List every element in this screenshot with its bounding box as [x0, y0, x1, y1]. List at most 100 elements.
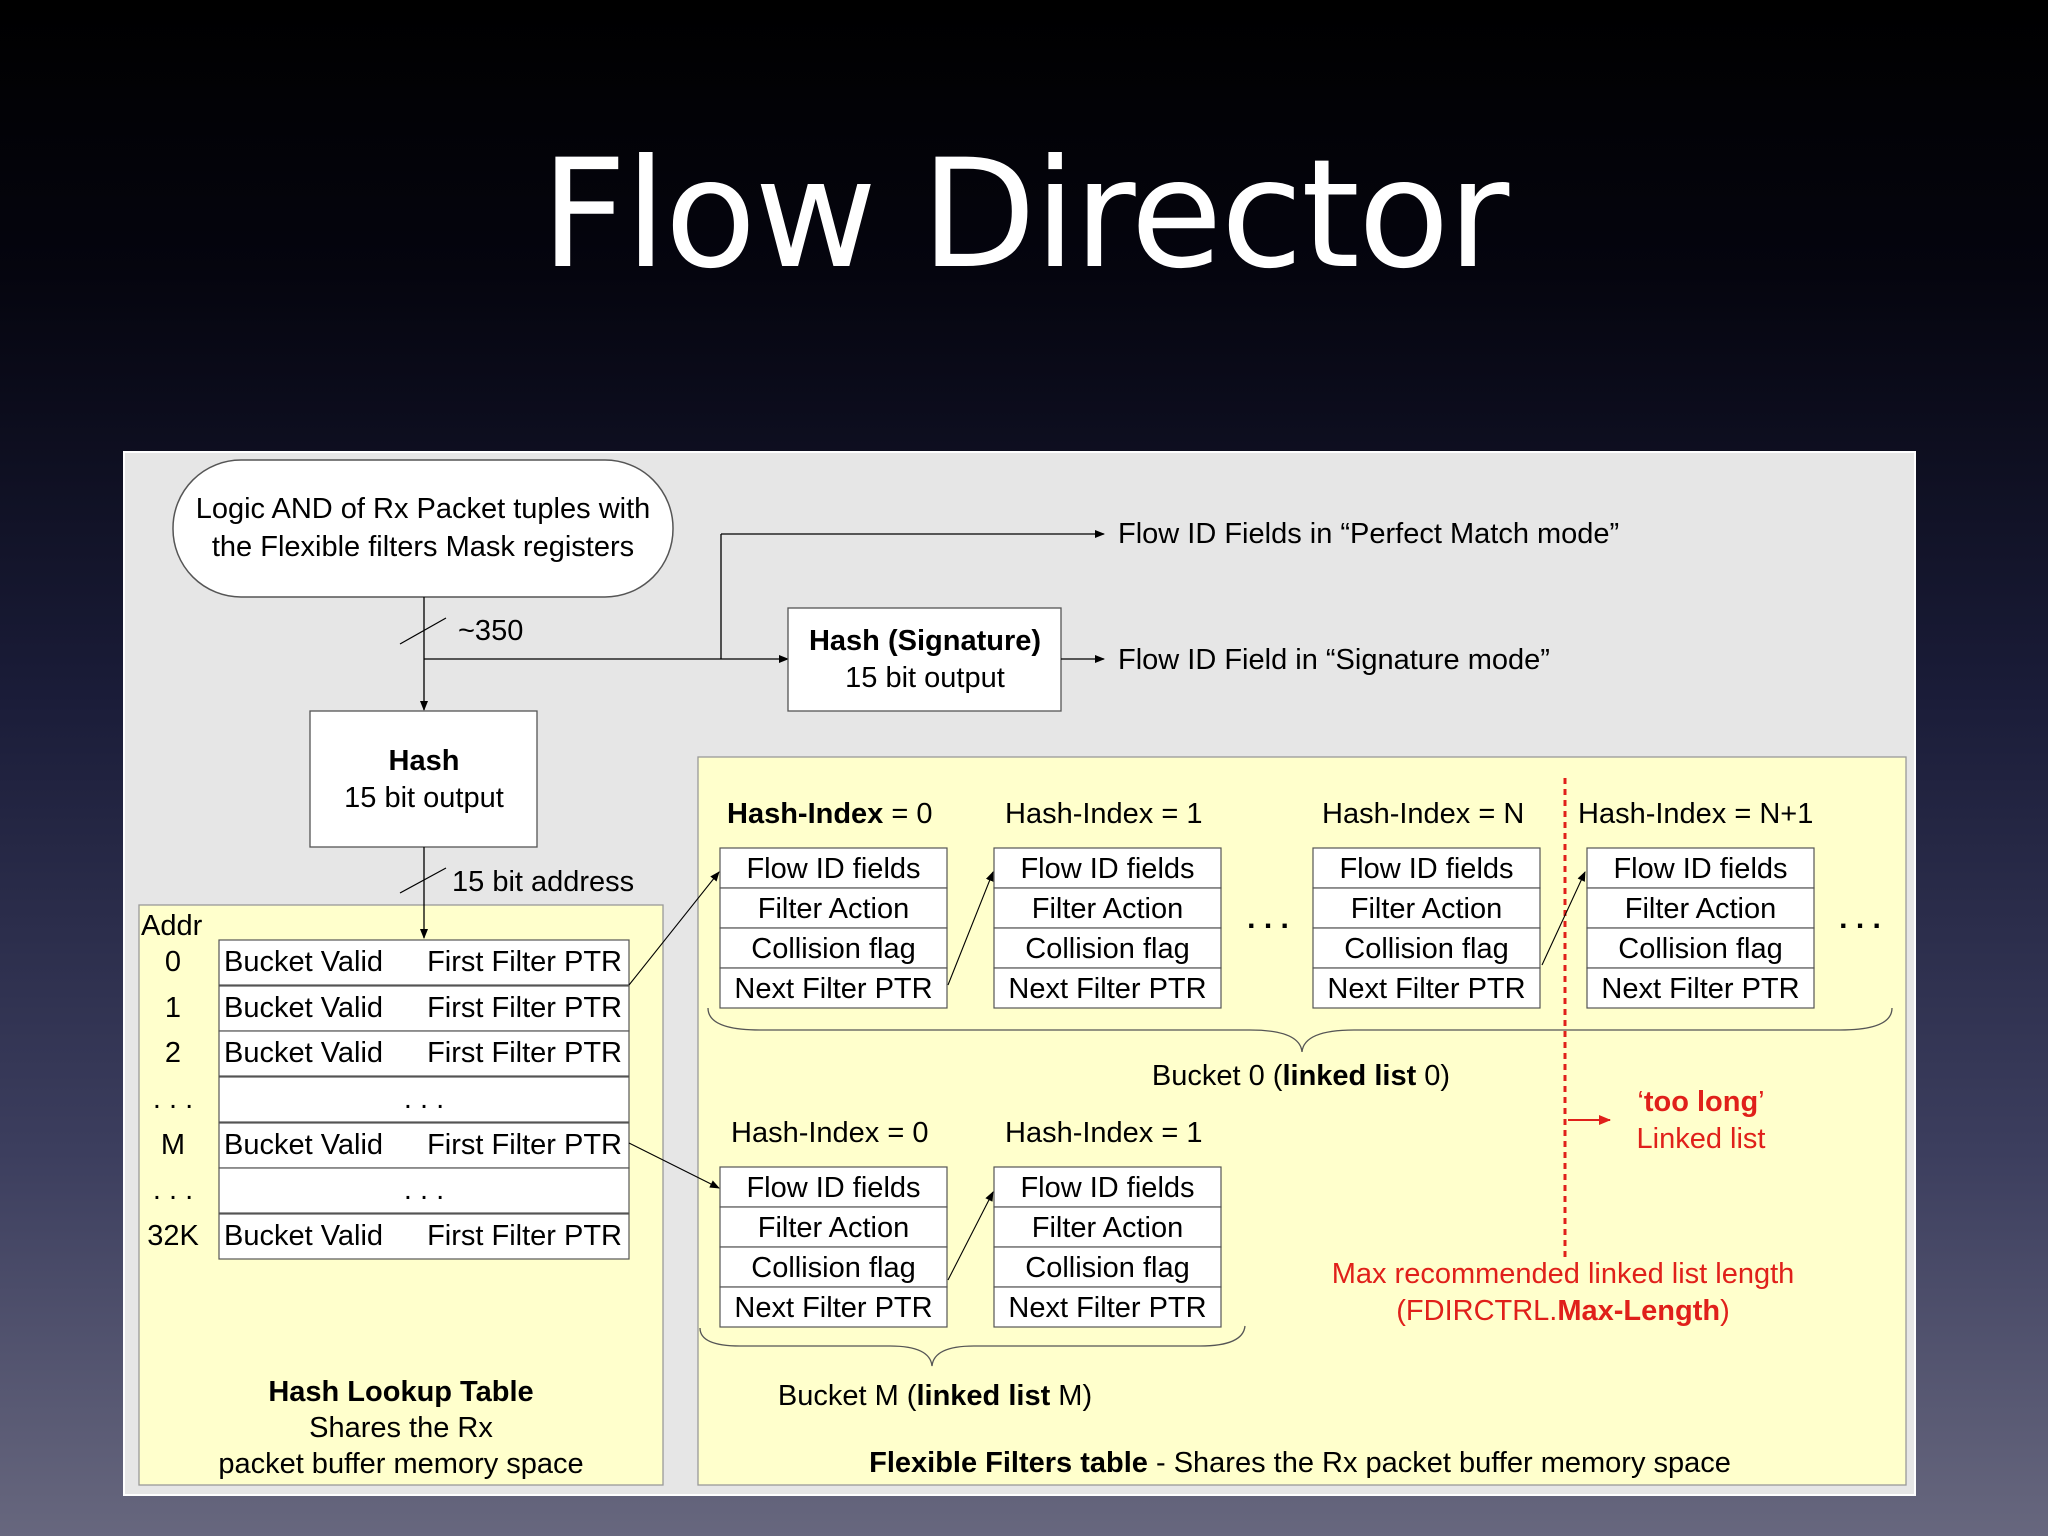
- lookup-first-filter-ptr: First Filter PTR: [427, 1037, 622, 1069]
- signature-hash-title: Hash (Signature): [809, 625, 1041, 657]
- filter-field-label: Collision flag: [1344, 933, 1508, 965]
- filter-field-label: Flow ID fields: [1020, 853, 1194, 885]
- lookup-bucket-valid: Bucket Valid: [224, 1220, 383, 1252]
- filter-field-cell: [993, 887, 1222, 929]
- lookup-first-filter-ptr: First Filter PTR: [427, 992, 622, 1024]
- filter-field-label: Collision flag: [1618, 933, 1782, 965]
- filter-field-cell: [1312, 887, 1541, 929]
- filter-field-cell: [993, 967, 1222, 1009]
- filter-field-cell: [1312, 927, 1541, 969]
- filter-field-cell: [1586, 927, 1815, 969]
- lookup-addr: 1: [165, 992, 181, 1024]
- bucket0-ellipsis-end: . . .: [1839, 902, 1881, 935]
- input-oval-line1: Logic AND of Rx Packet tuples with: [196, 493, 651, 525]
- ptr-rowM-to-bucketM: [628, 1142, 720, 1189]
- filter-field-label: Flow ID fields: [1020, 1172, 1194, 1204]
- lookup-row: [218, 1030, 630, 1077]
- hash-box: [309, 710, 538, 848]
- lookup-addr: 0: [165, 946, 181, 978]
- filter-field-cell: [719, 927, 948, 969]
- filters-caption: Flexible Filters table - Shares the Rx p…: [869, 1447, 1731, 1479]
- filter-field-label: Filter Action: [758, 1212, 910, 1244]
- bus-slash: [399, 617, 447, 645]
- lookup-bucket-valid: Bucket Valid: [224, 1037, 383, 1069]
- output-perfect-label: Flow ID Fields in “Perfect Match mode”: [1118, 518, 1619, 550]
- filter-field-cell: [1586, 967, 1815, 1009]
- filter-field-label: Next Filter PTR: [734, 1292, 932, 1324]
- lookup-gap: . . .: [404, 1174, 444, 1206]
- next-ptr-b0-n: [1541, 871, 1586, 966]
- signature-hash-box: [787, 607, 1062, 712]
- output-signature-label: Flow ID Field in “Signature mode”: [1118, 644, 1550, 676]
- lookup-row: [218, 1122, 630, 1169]
- signature-hash-subtitle: 15 bit output: [845, 662, 1005, 694]
- lookup-caption-3: packet buffer memory space: [218, 1448, 583, 1480]
- bucket0-brace: [707, 1007, 1893, 1053]
- filter-field-cell: [1312, 847, 1541, 889]
- address-slash: [399, 867, 447, 894]
- lookup-caption-1: Hash Lookup Table: [268, 1376, 533, 1408]
- lookup-addr: . . .: [153, 1174, 193, 1206]
- max-length-line1: Max recommended linked list length: [1332, 1258, 1795, 1290]
- bucketM-header-1: Hash-Index = 1: [1005, 1117, 1202, 1149]
- filter-field-label: Collision flag: [751, 933, 915, 965]
- filter-field-cell: [1586, 887, 1815, 929]
- max-length-line2: (FDIRCTRL.Max-Length): [1396, 1295, 1730, 1327]
- hash-title: Hash: [389, 745, 460, 777]
- lookup-bucket-valid: Bucket Valid: [224, 946, 383, 978]
- bucket0-ellipsis-mid: . . .: [1247, 902, 1289, 935]
- lookup-row: [218, 985, 630, 1032]
- filter-field-cell: [719, 1206, 948, 1248]
- slide-title: Flow Director: [540, 128, 1510, 302]
- filter-field-label: Next Filter PTR: [1327, 973, 1525, 1005]
- filter-field-label: Filter Action: [1625, 893, 1777, 925]
- bucket0-header-0: Hash-Index = 0: [727, 798, 933, 830]
- input-oval-line2: the Flexible filters Mask registers: [212, 531, 634, 563]
- filter-field-cell: [719, 1286, 948, 1328]
- filter-field-label: Collision flag: [1025, 933, 1189, 965]
- filter-field-cell: [1586, 847, 1815, 889]
- lookup-bucket-valid: Bucket Valid: [224, 992, 383, 1024]
- lookup-addr: 2: [165, 1037, 181, 1069]
- filter-field-label: Flow ID fields: [746, 1172, 920, 1204]
- input-oval: [172, 459, 674, 598]
- filter-field-cell: [993, 1206, 1222, 1248]
- lookup-caption-2: Shares the Rx: [309, 1412, 493, 1444]
- lookup-gap: . . .: [404, 1083, 444, 1115]
- hash-subtitle: 15 bit output: [344, 782, 504, 814]
- lookup-addr: M: [161, 1129, 185, 1161]
- filter-field-label: Collision flag: [751, 1252, 915, 1284]
- lookup-addr: . . .: [153, 1083, 193, 1115]
- filter-field-label: Next Filter PTR: [1008, 1292, 1206, 1324]
- filter-field-cell: [993, 847, 1222, 889]
- filter-field-label: Next Filter PTR: [734, 973, 932, 1005]
- filter-field-label: Flow ID fields: [746, 853, 920, 885]
- lookup-row: [218, 1076, 630, 1123]
- filter-field-cell: [719, 887, 948, 929]
- filter-field-label: Filter Action: [1351, 893, 1503, 925]
- bucket0-caption: Bucket 0 (linked list 0): [1152, 1060, 1450, 1092]
- address-label: 15 bit address: [452, 866, 634, 898]
- lookup-row: [218, 1167, 630, 1214]
- lookup-addr: 32K: [147, 1220, 199, 1252]
- bucketM-brace: [699, 1325, 1246, 1367]
- next-ptr-b0-1: [947, 871, 994, 986]
- filter-field-cell: [719, 1166, 948, 1208]
- filter-field-label: Filter Action: [758, 893, 910, 925]
- lookup-row: [218, 939, 630, 986]
- filter-field-cell: [719, 847, 948, 889]
- ptr-row0-to-bucket0: [628, 871, 720, 986]
- filter-field-cell: [993, 927, 1222, 969]
- bucket0-header-1: Hash-Index = 1: [1005, 798, 1202, 830]
- filter-field-label: Filter Action: [1032, 893, 1184, 925]
- filter-field-cell: [719, 1246, 948, 1288]
- lookup-bucket-valid: Bucket Valid: [224, 1129, 383, 1161]
- filter-field-label: Next Filter PTR: [1601, 973, 1799, 1005]
